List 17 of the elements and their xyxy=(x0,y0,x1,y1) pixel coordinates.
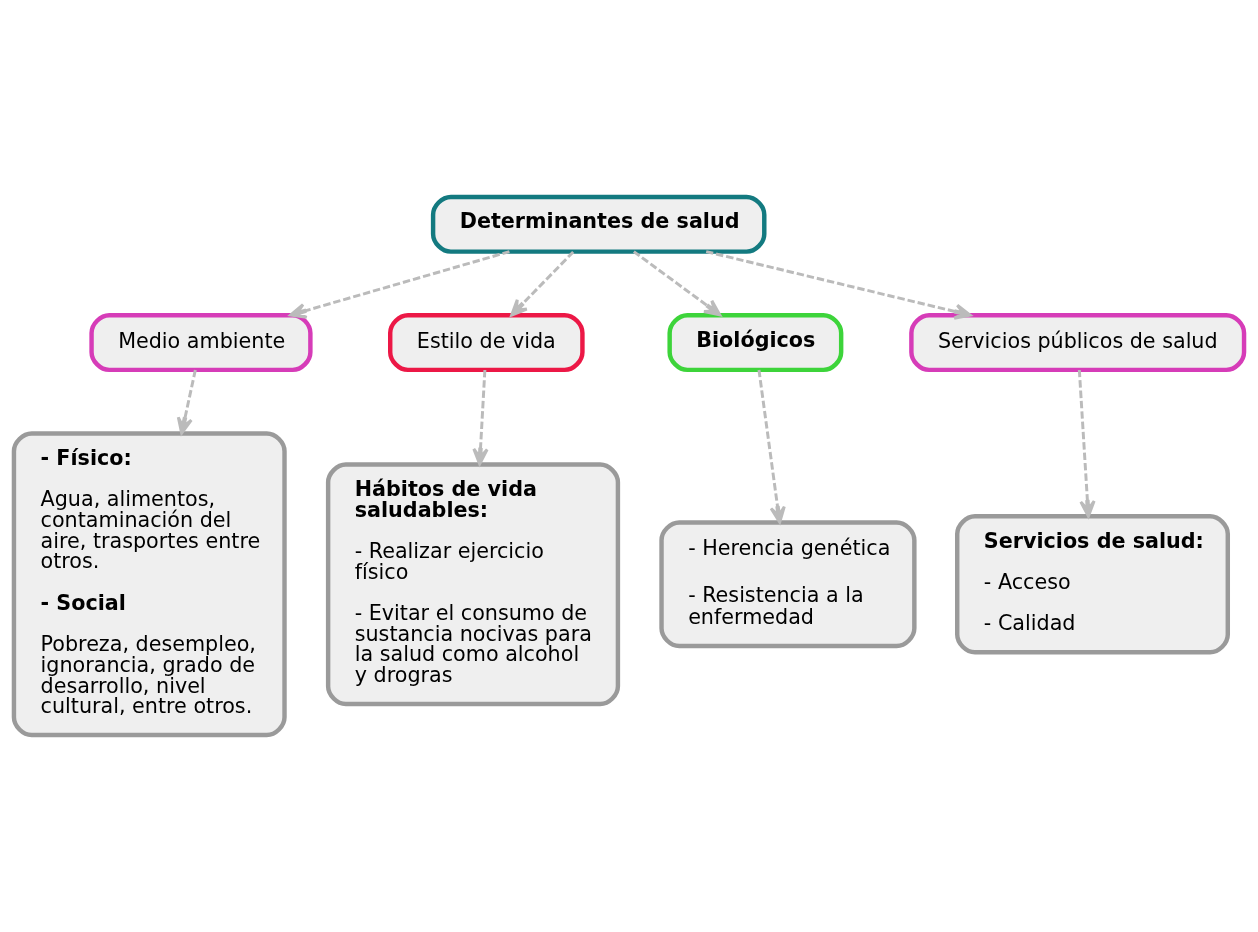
node-box: Determinantes de salud xyxy=(430,194,767,254)
arrow xyxy=(176,369,197,435)
arrow xyxy=(1077,369,1096,518)
node-box: Hábitos de vida saludables: - Realizar ejercicio físico - Evitar el consumo de sustancia nocivas para la salud como alcohol y drogras xyxy=(325,462,621,707)
arrow xyxy=(705,250,972,320)
node-box: Medio ambiente xyxy=(89,312,313,373)
node-box: Biológicos xyxy=(667,312,844,373)
node-box: - Físico: Agua, alimentos, contaminación del aire, trasportes entre otros. - Social Pobreza, desempleo, ignorancia, grado de desarrollo, nivel cultural, entre otros. xyxy=(11,431,287,738)
node-box: Estilo de vida xyxy=(388,312,585,373)
arrow xyxy=(633,250,722,317)
arrow xyxy=(757,369,786,524)
node-box: - Herencia genética - Resistencia a la enfermedad xyxy=(659,520,917,649)
arrow xyxy=(472,369,489,466)
arrow xyxy=(510,250,575,317)
arrow xyxy=(289,250,510,319)
node-box: Servicios públicos de salud xyxy=(909,312,1247,373)
node-box: Servicios de salud: - Acceso - Calidad xyxy=(955,514,1230,655)
